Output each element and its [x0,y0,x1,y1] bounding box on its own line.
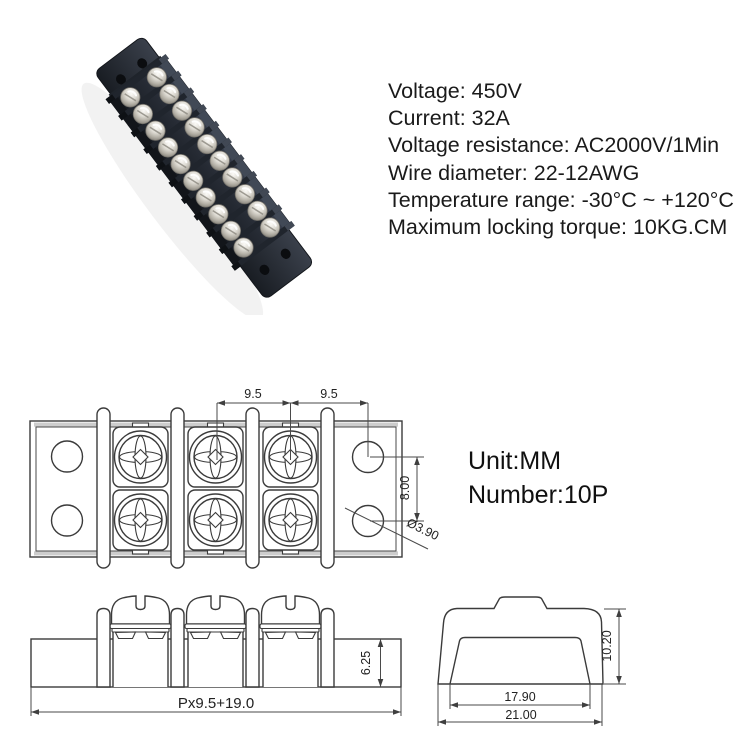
product-photo [81,37,313,315]
spec-line-torque: Maximum locking torque: 10KG.CM [388,215,728,240]
drawing-notes: Unit:MM Number:10P [468,444,608,512]
dim-pitch-2: 9.5 [320,387,337,401]
dim-height: 10.20 [600,630,614,661]
top-view: 9.5 9.5 8.00 Ø3.90 [29,387,441,569]
spec-line-current: Current: 32A [388,106,510,131]
spec-line-resistance: Voltage resistance: AC2000V/1Min [388,133,720,158]
specs-list: Voltage: 450V Current: 32A Voltage resis… [388,78,734,241]
spec-line-temperature: Temperature range: -30°C ~ +120°C [388,187,734,212]
unit-label: Unit:MM [468,447,562,475]
mounting-ear-bottom [238,225,313,298]
dim-base-height: 6.25 [359,651,373,675]
dim-hole-diameter: Ø3.90 [404,516,441,544]
dim-inner-width: 17.90 [504,690,535,704]
dimension-drawing: 9.5 9.5 8.00 Ø3.90 [29,387,626,726]
dim-outer-width: 21.00 [505,708,536,722]
dim-total-length: Px9.5+19.0 [178,695,254,712]
side-view-dimensions: 10.20 17.90 21.00 [437,608,626,726]
side-view: 10.20 17.90 21.00 [437,596,626,726]
number-label: Number:10P [468,481,609,509]
spec-line-voltage: Voltage: 450V [388,79,522,103]
front-view: 6.25 Px9.5+19.0 [30,595,402,716]
dim-pitch-1: 9.5 [244,387,261,401]
spec-line-wire: Wire diameter: 22-12AWG [388,160,640,185]
photo-shadow [81,82,264,315]
front-view-dimensions: 6.25 Px9.5+19.0 [30,639,402,716]
dim-hole-spacing: 8.00 [398,476,412,500]
